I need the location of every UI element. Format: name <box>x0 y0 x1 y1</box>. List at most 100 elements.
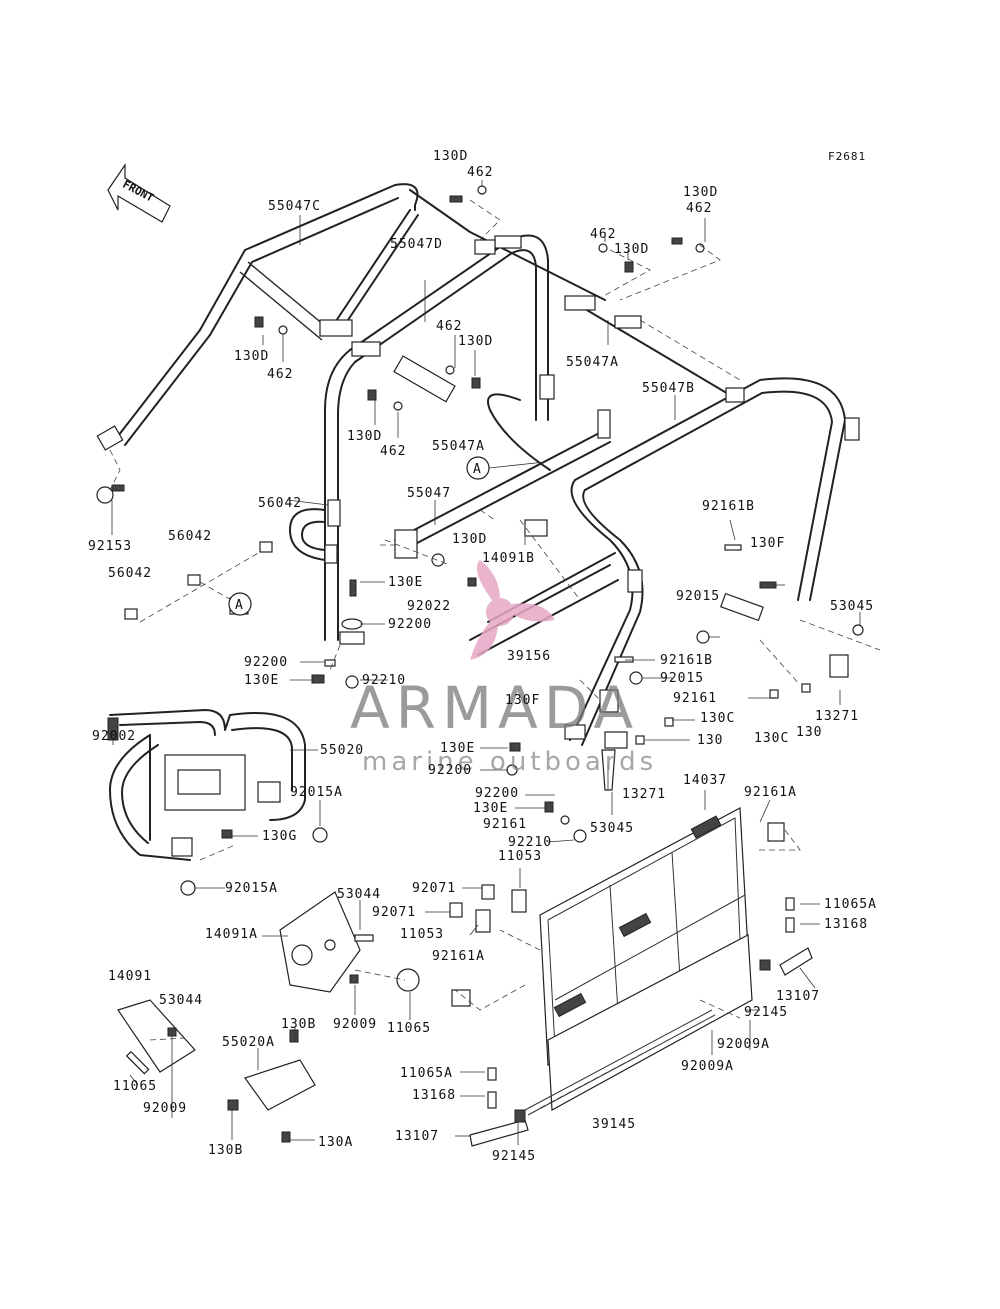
part-number-label: 11065 <box>387 1021 431 1036</box>
relation-lines <box>109 199 881 1109</box>
part-number-label: 92210 <box>508 835 552 850</box>
part-number-label: 92009 <box>143 1101 187 1116</box>
front-arrow-icon: FRONT <box>107 163 171 223</box>
part-number-label: 92161A <box>744 785 797 800</box>
part-number-label: 92009 <box>333 1017 377 1032</box>
part-number-label: 55047B <box>642 381 695 396</box>
part-number-label: 92071 <box>372 905 416 920</box>
part-number-label: 92022 <box>407 599 451 614</box>
part-number-label: 55047A <box>566 355 619 370</box>
part-number-label: 92009A <box>717 1037 770 1052</box>
part-number-label: 130D <box>458 334 493 349</box>
part-number-label: 92210 <box>362 673 406 688</box>
part-number-label: 92009A <box>681 1059 734 1074</box>
part-number-label: 14091A <box>205 927 258 942</box>
part-number-label: 130F <box>505 693 540 708</box>
part-number-label: 130G <box>262 829 297 844</box>
part-number-label: 92071 <box>412 881 456 896</box>
callout-a-lower: A <box>228 592 252 616</box>
part-number-label: 14037 <box>683 773 727 788</box>
svg-text:A: A <box>473 462 482 477</box>
part-number-label: 92161A <box>432 949 485 964</box>
part-number-label: 130D <box>452 532 487 547</box>
part-number-label: 92145 <box>492 1149 536 1164</box>
part-number-label: 53044 <box>337 887 381 902</box>
part-number-label: 13107 <box>395 1129 439 1144</box>
part-number-label: 11053 <box>400 927 444 942</box>
part-number-label: 55020 <box>320 743 364 758</box>
part-number-label: 130D <box>614 242 649 257</box>
part-number-label: 92200 <box>388 617 432 632</box>
part-number-label: 92200 <box>428 763 472 778</box>
part-number-label: 462 <box>436 319 462 334</box>
part-number-label: 11053 <box>498 849 542 864</box>
part-number-label: 55047A <box>432 439 485 454</box>
part-number-label: 92161B <box>702 499 755 514</box>
part-number-label: 92153 <box>88 539 132 554</box>
part-number-label: 462 <box>267 367 293 382</box>
part-number-label: 92002 <box>92 729 136 744</box>
svg-text:A: A <box>235 598 244 613</box>
part-number-label: 130B <box>281 1017 316 1032</box>
part-number-label: 56042 <box>258 496 302 511</box>
callout-a-upper: A <box>466 456 546 480</box>
part-number-label: 130B <box>208 1143 243 1158</box>
part-number-label: 92161 <box>673 691 717 706</box>
lower-parts <box>117 541 813 1147</box>
part-number-label: 92015 <box>676 589 720 604</box>
part-number-label: 92015 <box>660 671 704 686</box>
part-number-label: 130 <box>697 733 723 748</box>
part-number-label: 14091 <box>108 969 152 984</box>
part-number-label: 130D <box>347 429 382 444</box>
part-number-label: 55047D <box>390 237 443 252</box>
part-number-label: 130C <box>754 731 789 746</box>
fasteners <box>96 185 864 896</box>
part-number-label: 55047C <box>268 199 321 214</box>
part-number-label: 56042 <box>168 529 212 544</box>
front-bumper <box>109 709 306 861</box>
part-number-label: 130F <box>750 536 785 551</box>
part-number-label: 130 <box>796 725 822 740</box>
watermark-brand: ARMADA <box>350 674 639 742</box>
armada-logo-icon <box>470 560 555 660</box>
part-number-label: 130D <box>683 185 718 200</box>
part-number-label: 53044 <box>159 993 203 1008</box>
part-number-label: 55047 <box>407 486 451 501</box>
part-number-label: 13168 <box>824 917 868 932</box>
tailgate <box>524 807 753 1116</box>
part-number-label: 14091B <box>482 551 535 566</box>
figure-code: F2681 <box>828 150 866 163</box>
part-number-label: 130D <box>234 349 269 364</box>
part-number-label: 39156 <box>507 649 551 664</box>
part-number-label: 13168 <box>412 1088 456 1103</box>
part-number-label: 55020A <box>222 1035 275 1050</box>
part-number-label: 56042 <box>108 566 152 581</box>
part-number-label: 92161 <box>483 817 527 832</box>
part-number-label: 130E <box>388 575 423 590</box>
part-number-label: 92161B <box>660 653 713 668</box>
part-number-label: 53045 <box>830 599 874 614</box>
part-number-label: 462 <box>590 227 616 242</box>
part-number-label: 130D <box>433 149 468 164</box>
part-number-label: 11065A <box>400 1066 453 1081</box>
part-number-label: 130E <box>473 801 508 816</box>
part-number-label: 11065 <box>113 1079 157 1094</box>
roll-cage-frame <box>96 183 860 746</box>
part-number-label: 130E <box>244 673 279 688</box>
part-number-label: 13271 <box>622 787 666 802</box>
part-number-label: 39145 <box>592 1117 636 1132</box>
part-number-label: 130A <box>318 1135 353 1150</box>
part-number-label: 92015A <box>225 881 278 896</box>
part-number-label: 92200 <box>475 786 519 801</box>
part-number-label: 11065A <box>824 897 877 912</box>
part-number-label: 130C <box>700 711 735 726</box>
leader-lines <box>111 180 861 1145</box>
part-number-label: 92200 <box>244 655 288 670</box>
part-number-label: 13107 <box>776 989 820 1004</box>
part-number-label: 92145 <box>744 1005 788 1020</box>
part-number-label: 462 <box>686 201 712 216</box>
part-number-label: 13271 <box>815 709 859 724</box>
watermark-tagline: marine outboards <box>362 747 657 777</box>
part-number-label: 53045 <box>590 821 634 836</box>
